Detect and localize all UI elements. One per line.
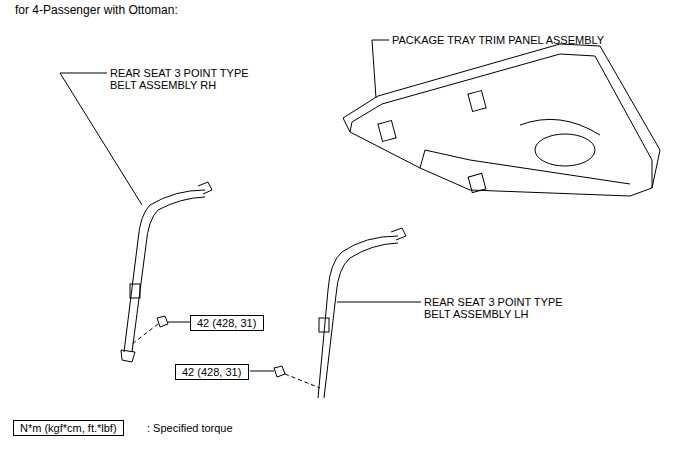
- belt-anchor: [121, 350, 135, 362]
- box-text: N*m (kgf*cm, ft.*lbf): [20, 422, 117, 434]
- bolt-dash: [132, 324, 158, 344]
- tray-cutout: [378, 120, 396, 141]
- part-name: PACKAGE TRAY TRIM PANEL ASSEMBLY: [392, 34, 642, 46]
- tray-cutout: [468, 90, 486, 111]
- part-name: REAR SEAT 3 POINT TYPE BELT ASSEMBLY RH: [110, 67, 255, 91]
- torque-box: 42 (428, 31): [190, 315, 264, 331]
- bolt: [157, 316, 168, 327]
- legend-text: : Specified torque: [147, 422, 287, 434]
- seat-belt-lh: [318, 236, 398, 398]
- box-text: 42 (428, 31): [197, 317, 257, 329]
- belt-anchor: [391, 228, 406, 240]
- leader-line: [372, 40, 389, 98]
- box-text: 42 (428, 31): [182, 366, 242, 378]
- belt-tongue: [130, 284, 140, 298]
- bolt: [274, 366, 285, 377]
- package-tray-edge: [350, 54, 652, 188]
- tray-recess: [520, 119, 600, 135]
- package-tray-edge: [420, 150, 630, 184]
- tray-cutout: [468, 173, 486, 192]
- package-tray: [343, 44, 660, 196]
- belt-anchor: [198, 182, 212, 194]
- part-name: REAR SEAT 3 POINT TYPE BELT ASSEMBLY LH: [424, 296, 569, 320]
- belt-tongue: [319, 318, 329, 332]
- legend-box: N*m (kgf*cm, ft.*lbf): [13, 420, 124, 436]
- leader-line: [337, 302, 421, 303]
- leader-line: [250, 371, 274, 372]
- tray-recess: [535, 134, 595, 166]
- heading: for 4-Passenger with Ottoman:: [15, 4, 178, 16]
- leader-line: [60, 73, 142, 205]
- bolt-dash: [285, 374, 320, 388]
- leader-line: [168, 322, 190, 323]
- torque-box: 42 (428, 31): [175, 364, 249, 380]
- seat-belt-lh: [324, 243, 398, 398]
